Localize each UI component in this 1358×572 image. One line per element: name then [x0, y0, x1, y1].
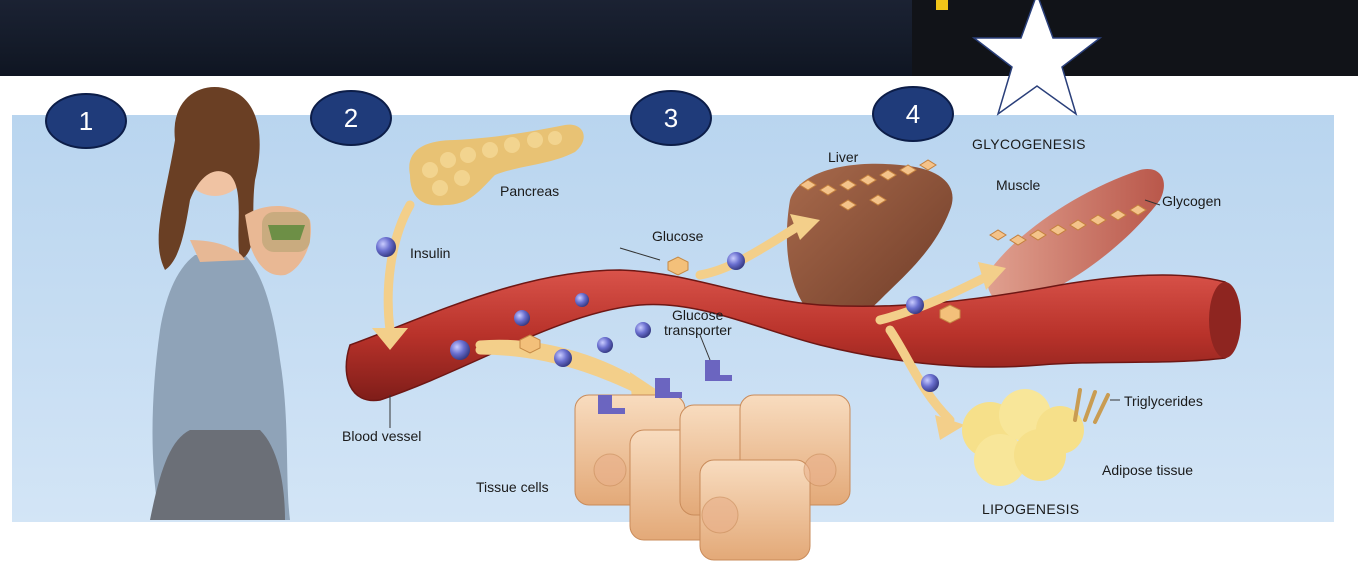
glucose-transporters	[598, 360, 732, 414]
label-lipogenesis: LIPOGENESIS	[982, 501, 1080, 517]
yellow-marker	[936, 0, 948, 10]
label-glycogen: Glycogen	[1162, 193, 1222, 209]
step-4-badge: 4	[872, 86, 954, 142]
blood-vessel	[345, 269, 1241, 402]
label-liver: Liver	[828, 149, 859, 165]
pancreas-illustration	[409, 124, 584, 206]
label-pancreas: Pancreas	[500, 183, 560, 199]
label-adipose-tissue: Adipose tissue	[1102, 462, 1194, 478]
adipose-tissue-illustration	[962, 388, 1110, 486]
label-insulin: Insulin	[410, 245, 451, 261]
label-glucose-transporter-1: Glucose	[672, 307, 724, 323]
insulin-molecules	[376, 237, 939, 392]
woman-eating-illustration	[150, 87, 311, 520]
step-1-badge: 1	[45, 93, 127, 149]
step-2-badge: 2	[310, 90, 392, 146]
label-triglycerides: Triglycerides	[1124, 393, 1203, 409]
step-3-badge: 3	[630, 90, 712, 146]
label-glucose-transporter-2: transporter	[664, 322, 732, 338]
leader-lines	[389, 199, 1161, 428]
glucose-molecules	[519, 256, 961, 354]
vessel-end	[1209, 282, 1241, 358]
tissue-cells	[574, 394, 851, 561]
muscle-illustration	[987, 169, 1164, 304]
label-tissue-cells: Tissue cells	[476, 479, 549, 495]
glycogen-chains	[799, 159, 1147, 246]
liver-illustration	[786, 163, 953, 325]
label-blood-vessel: Blood vessel	[342, 428, 422, 444]
label-glucose: Glucose	[652, 228, 704, 244]
label-glycogenesis: GLYCOGENESIS	[972, 136, 1086, 152]
star-icon	[971, 0, 1103, 116]
label-muscle: Muscle	[996, 177, 1041, 193]
